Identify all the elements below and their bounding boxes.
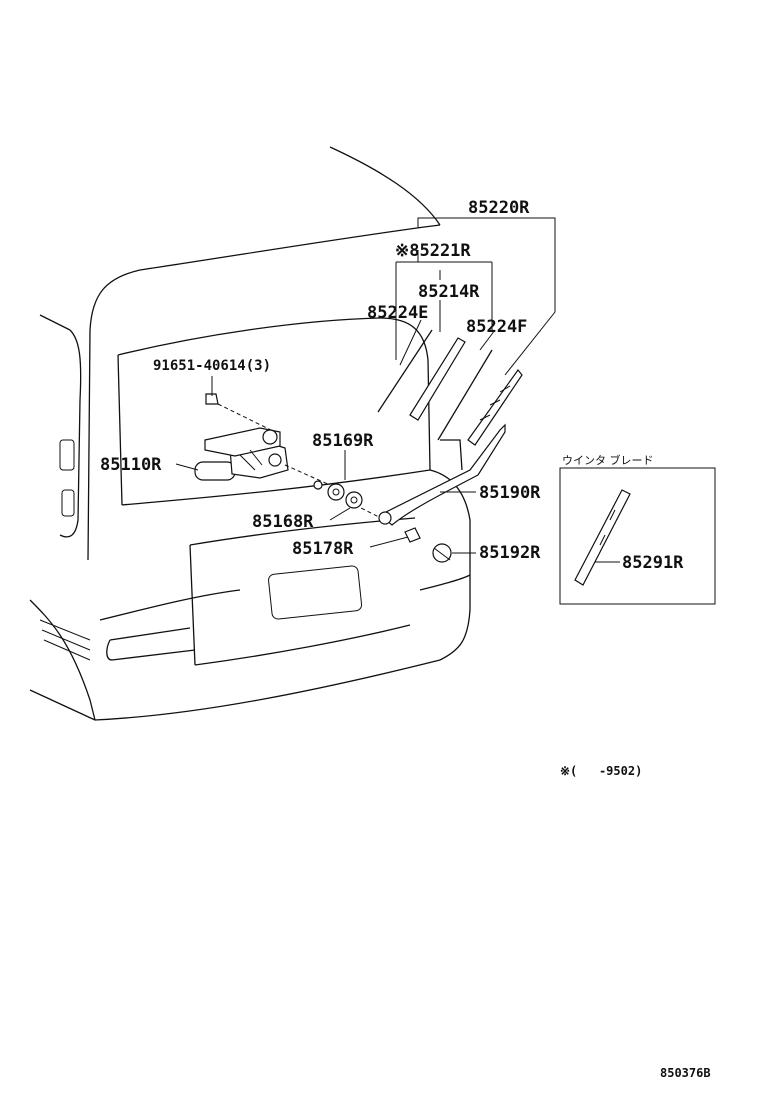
label-85190R: 85190R bbox=[479, 483, 541, 503]
label-85291R: 85291R bbox=[622, 553, 684, 573]
label-85214R: 85214R bbox=[418, 282, 480, 302]
blade-85214R bbox=[409, 337, 466, 421]
nut-85169R bbox=[327, 483, 345, 501]
blade-assembly-85220R bbox=[467, 369, 523, 446]
bolt-91651 bbox=[205, 390, 219, 405]
washer-85168R bbox=[345, 491, 363, 509]
wiper-arm-85190R bbox=[378, 423, 506, 526]
vehicle-body-outline bbox=[29, 146, 471, 721]
label-85168R: 85168R bbox=[252, 512, 314, 532]
label-85110R: 85110R bbox=[100, 455, 162, 475]
label-85221R: ※85221R bbox=[395, 241, 471, 261]
inset-title: ウインタ ブレード bbox=[562, 453, 654, 467]
wiper-motor-85110R bbox=[194, 427, 289, 481]
cap-85178R bbox=[404, 527, 421, 543]
cover-85192R bbox=[432, 543, 452, 563]
insert-85224E bbox=[377, 329, 433, 413]
label-85220R: 85220R bbox=[468, 198, 530, 218]
winter-blade-inset bbox=[559, 467, 716, 605]
label-85169R: 85169R bbox=[312, 431, 374, 451]
label-85178R: 85178R bbox=[292, 539, 354, 559]
date-range-note: ※( -9502) bbox=[560, 764, 642, 778]
label-85192R: 85192R bbox=[479, 543, 541, 563]
label-85224F: 85224F bbox=[466, 317, 527, 337]
diagram-code: 850376B bbox=[660, 1066, 711, 1080]
label-85224E: 85224E bbox=[367, 303, 428, 323]
label-91651-40614: 91651-40614(3) bbox=[153, 358, 271, 374]
insert-85224F bbox=[437, 349, 493, 441]
small-part bbox=[313, 480, 323, 490]
